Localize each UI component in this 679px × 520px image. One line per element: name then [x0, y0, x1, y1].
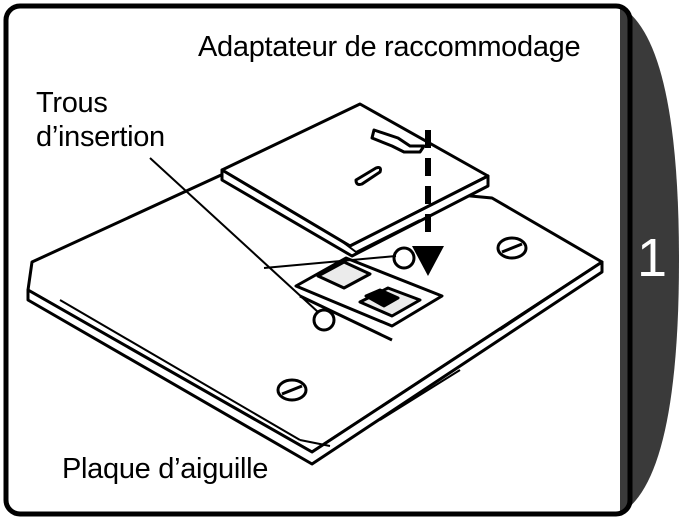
step-number: 1 — [636, 228, 668, 288]
darning-adapter — [220, 102, 490, 258]
screw-top-right — [496, 236, 528, 260]
insertion-arrow — [412, 130, 444, 276]
screw-bottom — [276, 378, 308, 402]
feed-dog-slots — [294, 256, 444, 342]
adapter-label: Adaptateur de raccommodage — [198, 31, 581, 63]
needle-plate-label: Plaque d’aiguille — [62, 453, 269, 485]
step-tab — [620, 6, 679, 514]
insertion-holes-leader — [149, 157, 397, 313]
insertion-hole-upper — [392, 246, 416, 270]
insertion-hole-lower — [312, 308, 336, 332]
frame-border — [3, 3, 633, 517]
insertion-holes-label-line2: d’insertion — [36, 121, 165, 153]
insertion-holes-label-line1: Trous — [36, 87, 108, 119]
insertion-holes-label: Trous d’insertion — [36, 86, 165, 154]
